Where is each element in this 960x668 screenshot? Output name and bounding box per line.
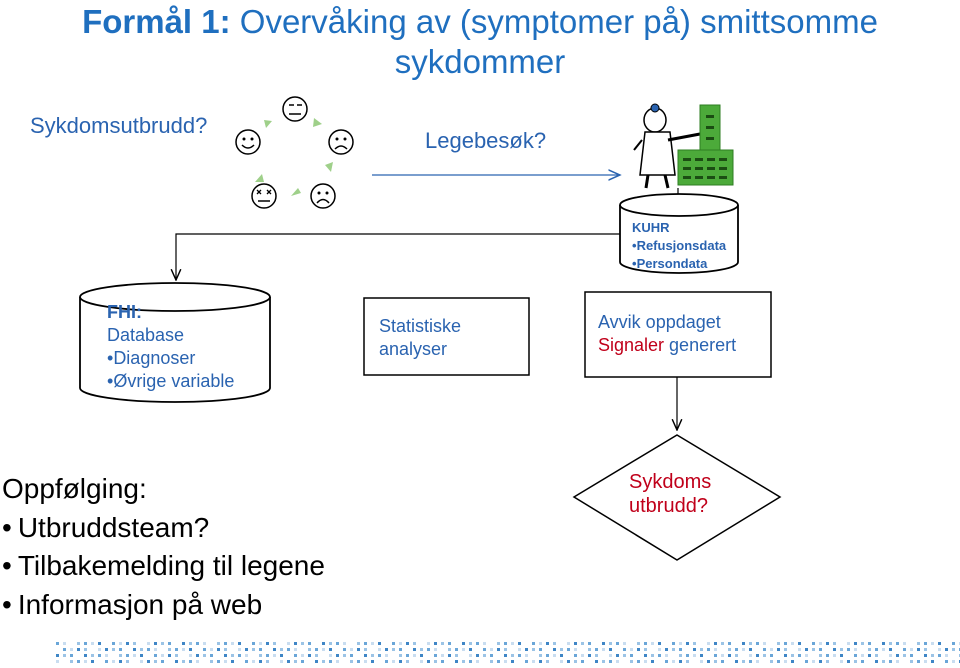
neutral-face-icon <box>282 96 308 122</box>
deviation-line: Avvik oppdaget <box>598 312 721 332</box>
stats-line: analyser <box>379 339 448 359</box>
fhi-label: FHI: Database Diagnoser Øvrige variable <box>107 301 234 393</box>
title-rest: Overvåking av (symptomer på) smittsomme … <box>230 3 878 80</box>
signal-word: Signaler <box>598 335 665 355</box>
stats-line: Statistiske <box>379 316 462 336</box>
footer-dots <box>56 642 960 663</box>
deviation-label: Avvik oppdaget Signaler generert <box>598 311 736 357</box>
followup-item: Tilbakemelding til legene <box>2 547 325 586</box>
diamond-line: Sykdoms <box>629 471 712 493</box>
signal-rest: generert <box>664 335 737 355</box>
diamond-label: Sykdoms utbrudd? <box>629 470 711 518</box>
sad-face-icon <box>328 129 354 155</box>
stats-label: Statistiske analyser <box>379 315 461 361</box>
doctor-icon <box>633 103 701 189</box>
fhi-item: Diagnoser <box>107 347 234 370</box>
kuhr-item: Refusjonsdata <box>632 237 727 255</box>
followup-item: Informasjon på web <box>2 586 325 625</box>
visit-question: Legebesøk? <box>425 128 547 153</box>
fhi-title: FHI: <box>107 302 142 322</box>
happy-face-icon <box>235 129 261 155</box>
cycle-arrows <box>255 118 333 196</box>
kuhr-title: KUHR <box>632 220 670 235</box>
title-prefix: Formål 1: <box>82 3 231 40</box>
kuhr-label: KUHR Refusjonsdata Persondata <box>632 219 726 273</box>
deviation-box <box>584 291 772 378</box>
fhi-item: Øvrige variable <box>107 370 234 393</box>
followup-item: Utbruddsteam? <box>2 509 325 548</box>
fhi-line: Database <box>107 325 185 345</box>
stats-box <box>363 297 530 376</box>
hospital-building-icon <box>677 104 734 186</box>
followup-heading: Oppfølging: <box>2 473 147 504</box>
kuhr-to-fhi-arrow <box>176 233 620 280</box>
outbreak-question: Sykdomsutbrudd? <box>30 113 208 138</box>
diamond-line: utbrudd? <box>629 495 708 517</box>
sick-face-icon <box>251 183 277 209</box>
smiley-cycle <box>235 96 354 209</box>
page-title: Formål 1: Overvåking av (symptomer på) s… <box>0 2 960 82</box>
outbreak-diamond <box>572 434 782 561</box>
kuhr-item: Persondata <box>632 255 726 273</box>
worried-face-icon <box>310 183 336 209</box>
followup-section: Oppfølging: Utbruddsteam? Tilbakemelding… <box>2 470 325 624</box>
